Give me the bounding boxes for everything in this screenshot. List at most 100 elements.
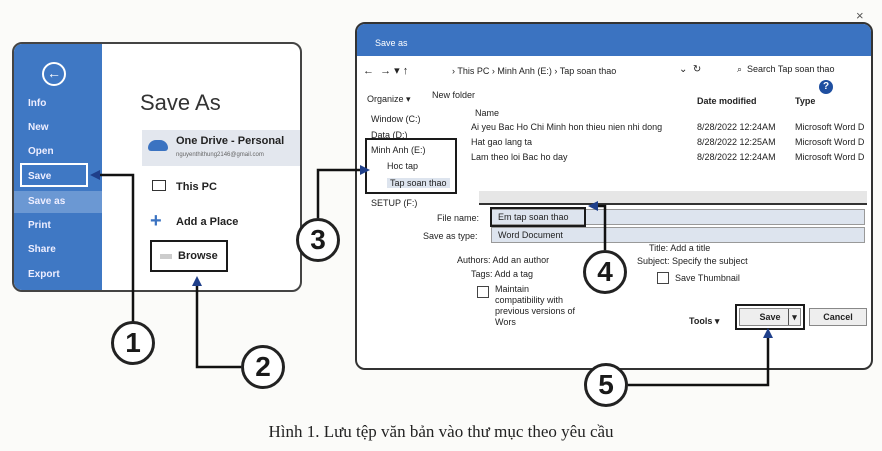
location-label: One Drive - Personal (176, 135, 285, 147)
location-email: nguyenthithung2146@gmail.com (176, 152, 264, 158)
file-date[interactable]: 8/28/2022 12:24AM (697, 122, 776, 132)
file-name-label: File name: (437, 213, 480, 223)
save-as-highlight (14, 191, 102, 213)
column-name[interactable]: Name (475, 108, 500, 118)
step-4-badge: 4 (583, 250, 627, 294)
menu-info[interactable]: Info (28, 98, 47, 109)
column-type[interactable]: Type (795, 96, 816, 106)
nav-tap-soan-thao[interactable]: Tap soan thao (387, 178, 450, 188)
file-name[interactable]: Ai yeu Bac Ho Chi Minh hon thieu nien nh… (471, 122, 663, 132)
browse-label: Browse (178, 250, 218, 262)
file-date[interactable]: 8/28/2022 12:24AM (697, 152, 776, 162)
crumb[interactable]: This PC (457, 66, 490, 76)
authors-label: Authors: (457, 255, 491, 265)
location-label: This PC (176, 181, 217, 193)
location-onedrive[interactable]: One Drive - Personal nguyenthithung2146@… (142, 130, 300, 166)
figure-caption: Hình 1. Lưu tệp văn bản vào thư mục theo… (268, 422, 614, 441)
file-date[interactable]: 8/28/2022 12:25AM (697, 137, 776, 147)
nav-data-d[interactable]: Data (D:) (371, 130, 408, 140)
save-type-select[interactable]: Word Document (491, 227, 865, 243)
close-icon[interactable]: × (856, 8, 864, 23)
maintain-compat-checkbox[interactable] (477, 286, 489, 298)
crumb[interactable]: Tap soan thao (559, 66, 617, 76)
breadcrumb[interactable]: › This PC › Minh Anh (E:) › Tap soan tha… (452, 66, 617, 76)
subject-label: Subject: (637, 256, 670, 266)
search-placeholder: Search Tap soan thao (747, 64, 835, 74)
menu-export[interactable]: Export (28, 269, 60, 280)
arrow-5 (628, 334, 770, 387)
back-arrow-icon[interactable]: ← (42, 62, 66, 86)
new-folder-button[interactable]: New folder (432, 90, 476, 100)
step-5-badge: 5 (584, 363, 628, 407)
file-type[interactable]: Microsoft Word D (795, 152, 865, 162)
subject-input[interactable]: Specify the subject (672, 256, 748, 266)
save-thumbnail-checkbox[interactable] (657, 272, 669, 284)
nav-setup-f[interactable]: SETUP (F:) (371, 198, 418, 208)
menu-new[interactable]: New (28, 122, 49, 133)
word-backstage-window: ← Info New Open Save Save as Print Share… (12, 42, 302, 292)
arrowhead-2 (192, 276, 202, 286)
folder-highlight-box (365, 138, 457, 194)
menu-save-as[interactable]: Save as (28, 196, 66, 207)
authors-input[interactable]: Add an author (492, 255, 550, 265)
save-thumbnail-label: Save Thumbnail (675, 273, 740, 283)
title-label: Title: (649, 243, 669, 253)
save-type-label: Save as type: (423, 231, 478, 241)
location-this-pc[interactable]: This PC (142, 176, 292, 200)
plus-icon: + (150, 210, 162, 232)
horizontal-scrollbar[interactable] (479, 191, 867, 205)
arrow-3 (316, 168, 366, 218)
save-type-value: Word Document (498, 230, 563, 240)
save-as-dialog: Save as ← → ▾ ↑ › This PC › Minh Anh (E:… (355, 22, 873, 370)
help-icon[interactable]: ? (819, 80, 833, 94)
save-button[interactable]: Save▾ (739, 308, 801, 326)
file-type[interactable]: Microsoft Word D (795, 137, 865, 147)
browse-button[interactable]: Browse (150, 240, 228, 272)
title-bar: Save as (357, 24, 871, 56)
nav-hoc-tap[interactable]: Hoc tap (387, 161, 419, 171)
tags-input[interactable]: Add a tag (494, 269, 534, 279)
tags-label: Tags: (471, 269, 493, 279)
folder-icon (160, 254, 172, 259)
nav-arrows[interactable]: ← → ▾ ↑ (363, 65, 409, 77)
file-name-highlight-box (490, 207, 586, 227)
location-add-place[interactable]: + Add a Place (142, 210, 292, 234)
file-name-value: Em tap soan thao (498, 212, 569, 222)
arrow-2 (195, 282, 241, 369)
file-name[interactable]: Hat gao lang ta (471, 137, 533, 147)
column-date[interactable]: Date modified (697, 96, 757, 106)
nav-minh-anh-e[interactable]: Minh Anh (E:) (371, 145, 426, 155)
monitor-icon (152, 180, 166, 191)
crumb[interactable]: Minh Anh (E:) (497, 66, 552, 76)
dialog-title: Save as (375, 38, 408, 48)
arrow-4 (594, 204, 607, 250)
arrowhead-3 (360, 165, 370, 175)
organize-button[interactable]: Organize ▾ (367, 94, 411, 104)
nav-window-c[interactable]: Window (C:) (371, 114, 421, 124)
save-highlight-box (20, 163, 88, 187)
save-highlight-box (735, 304, 805, 330)
cloud-icon (148, 140, 168, 151)
tools-button[interactable]: Tools ▾ (689, 316, 720, 326)
page-title: Save As (140, 90, 221, 115)
menu-share[interactable]: Share (28, 244, 56, 255)
search-input[interactable]: ⌕ Search Tap soan thao (737, 64, 835, 74)
file-name[interactable]: Lam theo loi Bac ho day (471, 152, 568, 162)
refresh-icon[interactable]: ⌄ ↻ (679, 64, 702, 75)
menu-open[interactable]: Open (28, 146, 54, 157)
title-input[interactable]: Add a title (670, 243, 711, 253)
cancel-button[interactable]: Cancel (809, 308, 867, 326)
location-label: Add a Place (176, 216, 239, 228)
menu-save[interactable]: Save (28, 171, 52, 182)
arrow-1 (96, 173, 135, 322)
backstage-sidebar: ← Info New Open Save Save as Print Share… (14, 44, 102, 290)
step-1-badge: 1 (111, 321, 155, 365)
arrowhead-5 (763, 328, 773, 338)
step-2-badge: 2 (241, 345, 285, 389)
arrowhead-1 (90, 170, 100, 180)
menu-print[interactable]: Print (28, 220, 51, 231)
step-3-badge: 3 (296, 218, 340, 262)
file-type[interactable]: Microsoft Word D (795, 122, 865, 132)
